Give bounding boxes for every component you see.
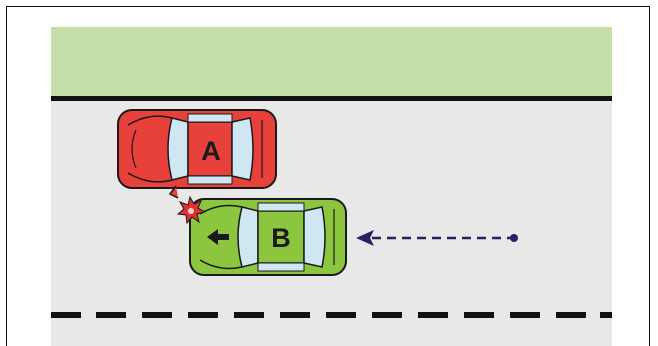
vehicle-b: B: [189, 198, 347, 276]
road-edge-line: [51, 96, 612, 101]
collision-burst-icon: [176, 195, 207, 225]
direction-of-travel-arrow: [356, 230, 518, 246]
vehicle-a: A: [117, 109, 277, 199]
diagram-frame: [6, 6, 650, 346]
vehicle-a-label: A: [201, 136, 221, 166]
vehicle-b-label: B: [271, 223, 291, 253]
grass-verge: [51, 27, 612, 97]
left-arrow-icon: [207, 229, 229, 245]
lane-divider: [51, 312, 612, 318]
